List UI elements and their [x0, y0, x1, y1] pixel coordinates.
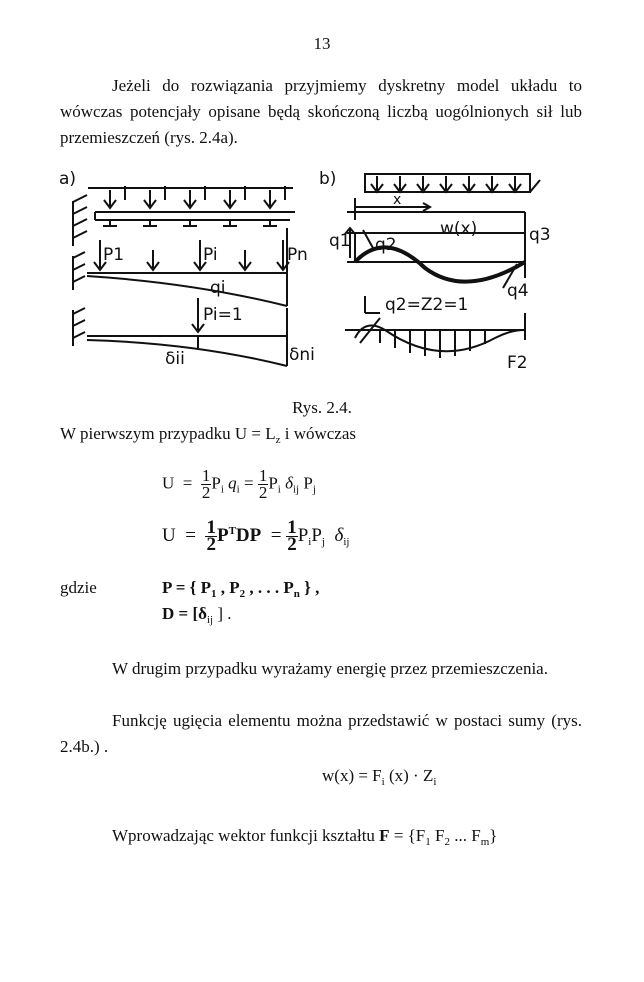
eq2-pj-sub: j	[321, 535, 325, 548]
definition-p: P = { P1 , P2 , . . . Pn } ,	[162, 578, 319, 600]
eq1-lhs: U	[162, 473, 175, 493]
eq2-p: P	[216, 524, 229, 546]
shape-end: }	[489, 826, 498, 845]
eq2-mid-equals: =	[270, 524, 282, 546]
label-pi: Pi	[203, 245, 218, 265]
first-case-sub: z	[275, 434, 281, 446]
eq3-text: w(x) = F	[322, 766, 382, 785]
eq2-lhs: U	[162, 524, 176, 546]
shape-f2: 2	[444, 836, 450, 848]
eq1-q-sub: i	[236, 483, 240, 496]
eq3-zi: i	[433, 776, 437, 788]
paragraph-shape-functions: Wprowadzając wektor funkcji kształtu F =…	[112, 826, 497, 848]
eq2-delta-sub: ij	[343, 535, 350, 548]
shape-text-post: = {F	[389, 826, 426, 845]
equation-3: w(x) = Fi (x) · Zi	[322, 766, 436, 788]
label-q4: q4	[507, 281, 529, 301]
shape-text-bold: F	[379, 826, 390, 845]
label-delta-ii: δii	[165, 349, 185, 369]
eq1-mid-equals: =	[243, 473, 254, 493]
def-p1: 1	[210, 588, 217, 600]
def-dij: ij	[206, 614, 214, 626]
eq1-pj-sub: j	[312, 483, 316, 496]
panel-b-bottom	[345, 296, 526, 358]
def-p-end: } ,	[299, 578, 320, 597]
panel-a-top	[72, 186, 295, 246]
eq1-p: P	[211, 473, 221, 493]
paragraph-intro: Jeżeli do rozwiązania przyjmiemy dyskret…	[60, 76, 582, 147]
panel-b-top	[344, 173, 541, 289]
eq1-delta-sub: ij	[293, 483, 300, 496]
shape-f1: 1	[425, 836, 431, 848]
label-x: x	[393, 192, 401, 208]
eq1-delta: δ	[285, 473, 293, 493]
def-d-text: D = [δ	[162, 604, 207, 623]
label-pi-1: Pi=1	[203, 305, 243, 325]
eq3-fi: i	[381, 776, 385, 788]
shape-mid: F	[430, 826, 445, 845]
eq1-equals: =	[182, 473, 193, 493]
eq1-q: q	[228, 473, 237, 493]
eq2-pi-sub: i	[308, 535, 312, 548]
label-delta-ni: δni	[289, 345, 315, 365]
eq2-delta: δ	[334, 524, 344, 546]
eq2-dp: DP	[235, 524, 262, 546]
panel-a-middle	[72, 228, 290, 307]
eq1-pj: P	[303, 473, 313, 493]
eq3-mid: (x) · Z	[384, 766, 434, 785]
label-q3: q3	[529, 225, 551, 245]
panel-a-bottom	[72, 298, 288, 367]
eq1-frac1-den: 2	[201, 483, 211, 502]
label-wx: w(x)	[440, 219, 477, 239]
label-q2: q2	[375, 235, 397, 255]
label-pn: Pn	[287, 245, 308, 265]
label-f2: F2	[507, 353, 528, 373]
paragraph-second-case: W drugim przypadku wyrażamy energię prze…	[112, 659, 548, 678]
eq2-frac1-num: 1	[205, 517, 217, 538]
def-d-end: ] .	[213, 604, 232, 623]
paragraph-first-case: W pierwszym przypadku U = Lz i wówczas	[60, 424, 356, 446]
label-qi: qi	[210, 278, 226, 298]
shape-fm: m	[480, 836, 490, 848]
first-case-end: i wówczas	[280, 424, 357, 443]
eq1-p2: P	[268, 473, 278, 493]
label-b: b)	[319, 169, 336, 189]
shape-dots: ... F	[449, 826, 481, 845]
eq2-pj: P	[311, 524, 322, 546]
eq1-p-sub: i	[220, 483, 224, 496]
eq2-frac2-num: 1	[286, 517, 298, 538]
eq2-t: T	[228, 524, 236, 537]
eq1-p2-sub: i	[277, 483, 281, 496]
definition-d: D = [δij ] .	[162, 604, 232, 626]
eq2-equals: =	[185, 524, 196, 546]
first-case-text: W pierwszym przypadku U = L	[60, 424, 276, 443]
def-p-text: P = { P	[162, 578, 211, 597]
def-p-mid: , P	[216, 578, 240, 597]
eq1-frac2-num: 1	[257, 466, 269, 485]
figure-caption: Rys. 2.4.	[292, 398, 352, 417]
eq2-frac2-den: 2	[287, 534, 297, 555]
eq1-frac1-num: 1	[200, 466, 212, 485]
label-a: a)	[59, 169, 76, 189]
label-gdzie: gdzie	[60, 578, 97, 597]
eq2-pi: P	[297, 524, 309, 546]
def-p-dots: , . . . P	[245, 578, 294, 597]
figure-beams: a) b) P1 Pi Pn qi Pi=1 δii δni x w(x) q1…	[59, 169, 551, 373]
def-p2: 2	[239, 588, 246, 600]
page-number: 13	[313, 34, 331, 53]
def-pn: n	[293, 588, 300, 600]
shape-text-pre: Wprowadzając wektor funkcji kształtu	[112, 826, 380, 845]
label-q1: q1	[329, 231, 351, 251]
label-p1: P1	[103, 245, 124, 265]
paragraph-deflection: Funkcję ugięcia elementu można przedstaw…	[60, 711, 582, 756]
label-q2-z2: q2=Z2=1	[385, 295, 468, 315]
eq2-frac1-den: 2	[206, 534, 216, 555]
eq1-frac2-den: 2	[258, 483, 268, 502]
